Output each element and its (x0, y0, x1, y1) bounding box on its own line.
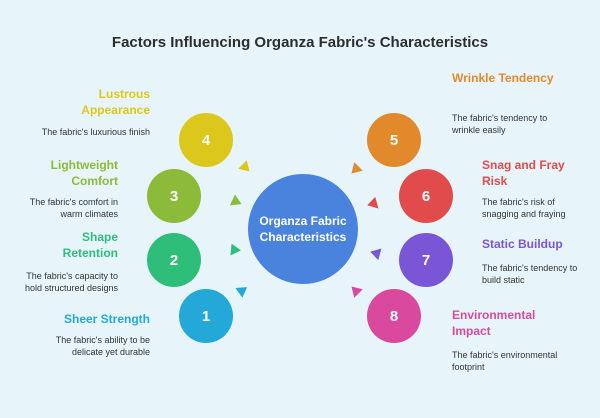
factor-node-4: 4 (179, 113, 233, 167)
factor-title: Environmental Impact (452, 308, 536, 338)
factor-node-5: 5 (367, 113, 421, 167)
arrow-icon (230, 243, 242, 257)
factor-node-3: 3 (147, 169, 201, 223)
factor-node-6: 6 (399, 169, 453, 223)
factor-number: 4 (201, 131, 211, 149)
factor-title: Lustrous Appearance (81, 87, 150, 117)
factor-description: The fabric's environmental footprint (452, 350, 558, 372)
factor-description: The fabric's risk of snagging and frayin… (482, 197, 566, 219)
arrow-icon (365, 196, 379, 212)
factor-number: 7 (421, 251, 431, 269)
center-circle: Organza Fabric Characteristics (248, 174, 358, 284)
factor-number: 6 (421, 187, 431, 205)
arrow-icon (368, 245, 382, 261)
arrow-icon (347, 162, 363, 178)
center-label: Organza Fabric Characteristics (259, 214, 347, 244)
factor-node-7: 7 (399, 233, 453, 287)
arrow-icon (235, 282, 251, 298)
factor-description: The fabric's tendency to build static (482, 263, 578, 285)
diagram-title: Factors Influencing Organza Fabric's Cha… (111, 34, 489, 51)
factor-number: 3 (169, 187, 179, 205)
arrow-icon (229, 194, 245, 210)
factor-title: Wrinkle Tendency (452, 71, 554, 85)
arrow-icon (347, 282, 363, 298)
factor-title: Lightweight Comfort (50, 158, 118, 188)
factor-title: Sheer Strength (63, 312, 150, 326)
factor-description: The fabric's capacity to hold structured… (24, 271, 118, 293)
factor-description: The fabric's ability to be delicate yet … (55, 335, 150, 357)
factor-description: The fabric's comfort in warm climates (29, 197, 118, 219)
factor-title: Shape Retention (62, 230, 118, 260)
factor-node-1: 1 (179, 289, 233, 343)
factor-number: 1 (201, 307, 211, 325)
factor-description: The fabric's tendency to wrinkle easily (452, 113, 548, 135)
factor-description: The fabric's luxurious finish (41, 127, 150, 137)
factor-title: Static Buildup (482, 237, 563, 251)
factor-node-8: 8 (367, 289, 421, 343)
factor-title: Snag and Fray Risk (482, 158, 565, 188)
factor-number: 5 (389, 131, 399, 149)
arrow-icon (238, 160, 254, 176)
factor-number: 8 (389, 307, 399, 325)
factor-node-2: 2 (147, 233, 201, 287)
factor-number: 2 (169, 251, 179, 269)
